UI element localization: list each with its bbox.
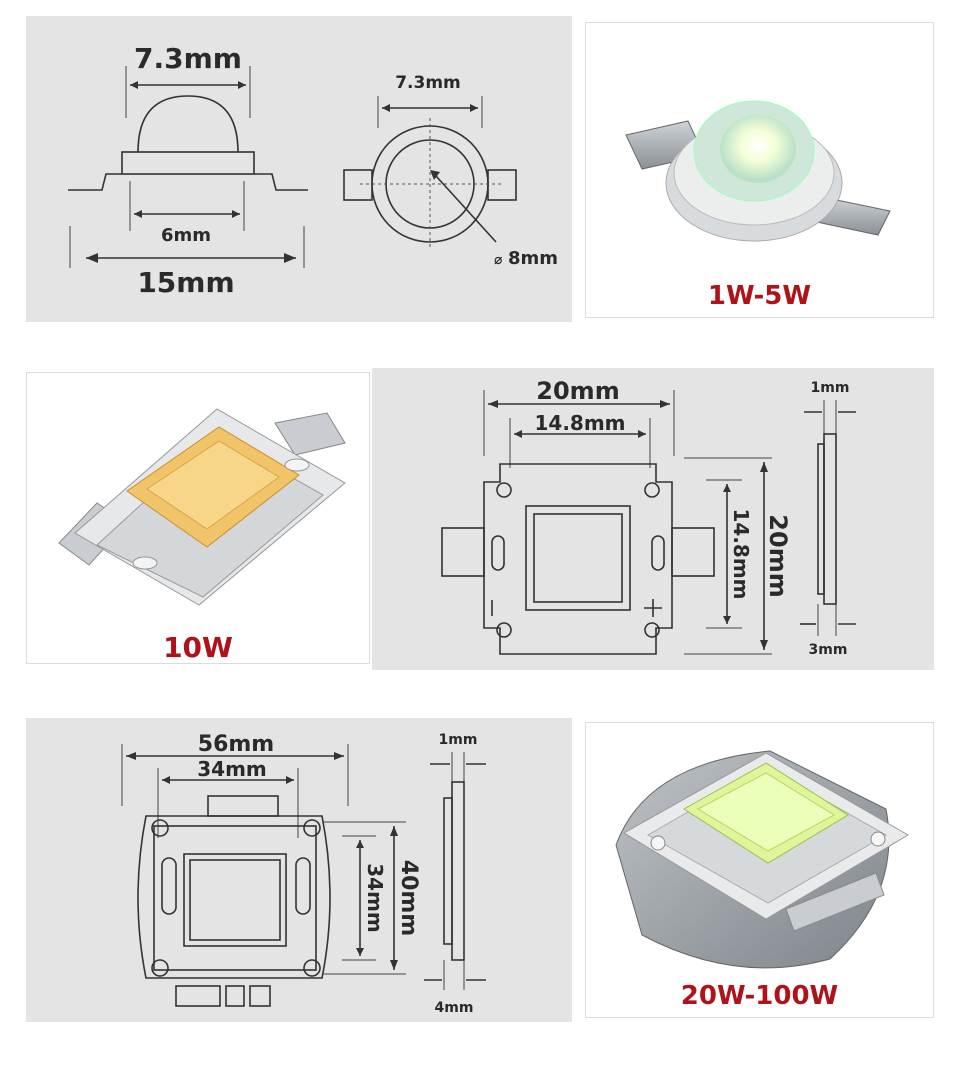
1w-dimension-drawing: 7.3mm 6mm 15mm 7.3mm ⌀ 8mm <box>68 42 558 299</box>
wattage-caption-10w: 10W <box>163 631 233 664</box>
side-base-label: 6mm <box>161 225 211 246</box>
side-total-label: 3mm <box>809 642 848 658</box>
product-panel-1w-5w: 1W-5W <box>585 22 934 318</box>
20w-100w-dimension-drawing: 56mm 34mm 34mm 40mm 1mm <box>121 732 486 1016</box>
drawing-panel-20w-100w: 56mm 34mm 34mm 40mm 1mm <box>26 718 572 1022</box>
10w-dimension-drawing: 20mm 14.8mm 14.8mm 20mm <box>441 377 856 658</box>
height-inner-label: 34mm <box>363 863 387 933</box>
width-outer-label: 56mm <box>198 732 274 757</box>
10w-led-photo <box>58 408 346 606</box>
side-thickness-label: 1mm <box>811 380 850 396</box>
side-width-label: 7.3mm <box>134 42 242 75</box>
wattage-caption-1w-5w: 1W-5W <box>707 281 812 311</box>
product-panel-10w: 10W <box>26 372 370 664</box>
width-outer-label: 20mm <box>536 377 619 405</box>
drawing-panel-1w-5w: 7.3mm 6mm 15mm 7.3mm ⌀ 8mm <box>26 16 572 322</box>
height-outer-label: 40mm <box>396 860 421 936</box>
width-inner-label: 34mm <box>197 757 267 781</box>
drawing-panel-10w: 20mm 14.8mm 14.8mm 20mm <box>372 368 934 670</box>
top-diameter-label: 8mm <box>508 248 558 269</box>
product-panel-20w-100w: 20W-100W <box>585 722 934 1018</box>
wattage-caption-20w-100w: 20W-100W <box>680 981 839 1011</box>
height-inner-label: 14.8mm <box>729 508 753 599</box>
diameter-symbol: ⌀ <box>494 252 503 268</box>
1w-led-photo <box>625 100 891 242</box>
top-width-label: 7.3mm <box>395 73 461 93</box>
width-inner-label: 14.8mm <box>534 411 625 435</box>
height-outer-label: 20mm <box>764 514 792 597</box>
side-total-label: 4mm <box>435 1000 474 1016</box>
20w-100w-led-photo <box>615 750 909 969</box>
side-thickness-label: 1mm <box>439 732 478 748</box>
side-total-label: 15mm <box>137 266 234 299</box>
